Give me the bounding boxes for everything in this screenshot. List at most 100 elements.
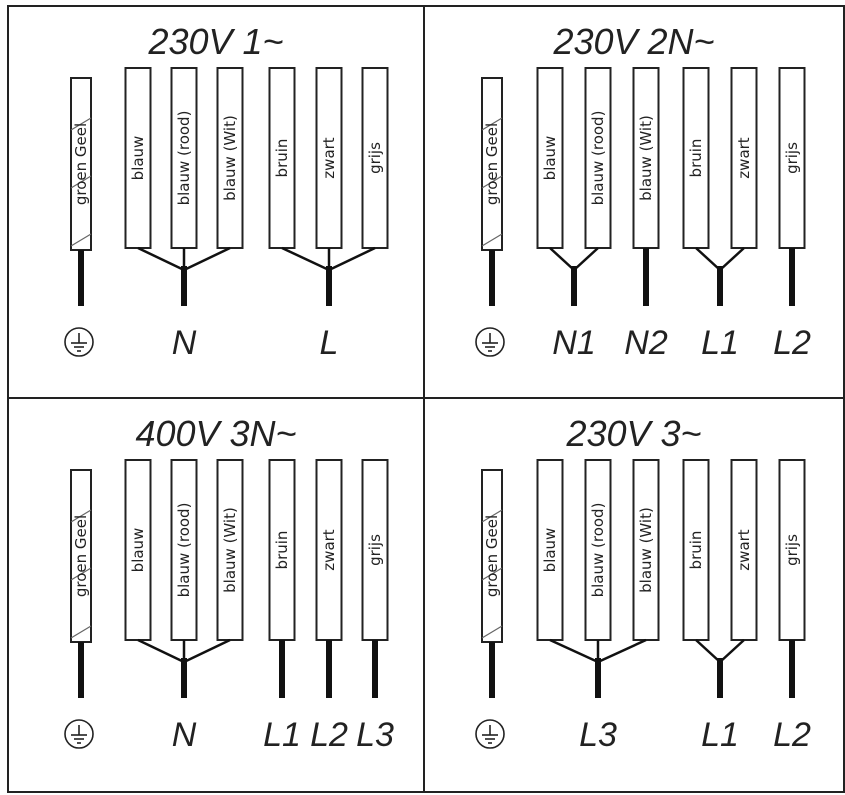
ground-icon bbox=[475, 719, 505, 749]
wire-label: bruin bbox=[687, 139, 705, 178]
branch-line bbox=[183, 246, 231, 272]
wire-label: grijs bbox=[366, 142, 384, 174]
wire-label: groen Geel bbox=[483, 123, 501, 205]
wire-zwart: zwart bbox=[315, 67, 343, 249]
wire-groen-geel: groen Geel bbox=[70, 469, 92, 643]
wire-blauw: blauw bbox=[536, 67, 564, 249]
wire-label: zwart bbox=[320, 529, 338, 571]
wire-blauw-rood: blauw (rood) bbox=[170, 67, 198, 249]
wire-groen-geel: groen Geel bbox=[70, 77, 92, 251]
stripe-mark bbox=[70, 175, 92, 189]
panel-2: 230V 2N~ groen Geel blauw blauw (rood) blauw… bbox=[423, 5, 845, 399]
wire-insulation bbox=[361, 67, 389, 249]
stripe-mark bbox=[481, 233, 503, 247]
wire-label: bruin bbox=[687, 531, 705, 570]
terminal-label-l3: L3 bbox=[356, 716, 394, 754]
wire-zwart: zwart bbox=[315, 459, 343, 641]
connection-group bbox=[695, 247, 745, 306]
wire-blauw: blauw bbox=[124, 67, 152, 249]
stripe-mark bbox=[481, 625, 503, 639]
wire-label: grijs bbox=[366, 534, 384, 566]
wire-insulation bbox=[170, 67, 198, 249]
stripe-mark bbox=[481, 567, 503, 581]
terminal-label-l3: L3 bbox=[579, 716, 617, 754]
wire-blauw: blauw bbox=[536, 459, 564, 641]
terminal-label-l1: L1 bbox=[701, 324, 739, 362]
stripe-mark bbox=[70, 233, 92, 247]
wire-label: zwart bbox=[735, 529, 753, 571]
ground-icon bbox=[64, 719, 94, 749]
branch-line bbox=[549, 247, 575, 271]
wire-groen-geel: groen Geel bbox=[481, 77, 503, 251]
ground-icon bbox=[64, 327, 94, 357]
wire-label: blauw (rood) bbox=[589, 503, 607, 598]
wire-label: groen Geel bbox=[72, 123, 90, 205]
wire-zwart: zwart bbox=[730, 67, 758, 249]
terminal-label-n: N bbox=[172, 716, 197, 754]
branch-line bbox=[573, 247, 599, 271]
wire-label: blauw bbox=[541, 136, 559, 181]
stripe-mark bbox=[481, 509, 503, 523]
terminal-label-l1: L1 bbox=[701, 716, 739, 754]
wire-grijs: grijs bbox=[778, 67, 806, 249]
wire-label: blauw (rood) bbox=[589, 111, 607, 206]
terminal-label-l1: L1 bbox=[263, 716, 301, 754]
stripe-mark bbox=[70, 509, 92, 523]
wire-label: blauw (rood) bbox=[175, 111, 193, 206]
branch-line bbox=[328, 246, 376, 272]
branch-line bbox=[137, 638, 185, 664]
wire-label: zwart bbox=[735, 137, 753, 179]
wire-insulation bbox=[536, 67, 564, 249]
connection-group bbox=[549, 638, 647, 698]
panel-border bbox=[423, 397, 845, 793]
wire-label: grijs bbox=[783, 142, 801, 174]
panel-title: 400V 3N~ bbox=[135, 413, 296, 454]
terminal-label-l2: L2 bbox=[773, 716, 811, 754]
terminal-label-n: N bbox=[172, 324, 197, 362]
wire-insulation bbox=[632, 459, 660, 641]
wire-insulation bbox=[124, 67, 152, 249]
wire-bruin: bruin bbox=[682, 67, 710, 249]
wire-blauw-wit: blauw (Wit) bbox=[216, 459, 244, 641]
ground-icon bbox=[475, 327, 505, 357]
branch-line bbox=[719, 247, 745, 271]
wire-label: bruin bbox=[273, 531, 291, 570]
branch-line bbox=[137, 246, 185, 272]
connection-group bbox=[695, 639, 745, 698]
wire-zwart: zwart bbox=[730, 459, 758, 641]
stripe-mark bbox=[70, 625, 92, 639]
wire-blauw-wit: blauw (Wit) bbox=[632, 67, 660, 249]
wire-insulation bbox=[124, 459, 152, 641]
wire-label: groen Geel bbox=[483, 515, 501, 597]
terminal-label-l2: L2 bbox=[310, 716, 348, 754]
wire-label: blauw (Wit) bbox=[221, 115, 239, 201]
panel-3: 400V 3N~ groen Geel blauw blauw (rood) blauw… bbox=[7, 397, 425, 793]
terminal-label-n1: N1 bbox=[552, 324, 595, 362]
wire-label: blauw (Wit) bbox=[221, 507, 239, 593]
wire-label: blauw bbox=[541, 528, 559, 573]
branch-line bbox=[549, 638, 599, 664]
panel-title: 230V 1~ bbox=[147, 21, 283, 62]
stripe-mark bbox=[70, 567, 92, 581]
wire-label: blauw bbox=[129, 136, 147, 181]
wire-label: blauw bbox=[129, 528, 147, 573]
connection-group bbox=[137, 638, 231, 698]
branch-line bbox=[597, 638, 647, 664]
branch-line bbox=[183, 638, 231, 664]
wire-blauw: blauw bbox=[124, 459, 152, 641]
stripe-mark bbox=[70, 117, 92, 131]
wire-label: grijs bbox=[783, 534, 801, 566]
wire-grijs: grijs bbox=[361, 67, 389, 249]
panels: 230V 1~ groen Geel blauw blauw (rood) blauw … bbox=[7, 5, 845, 793]
wire-label: groen Geel bbox=[72, 515, 90, 597]
panel-title: 230V 3~ bbox=[565, 413, 701, 454]
wire-bruin: bruin bbox=[682, 459, 710, 641]
branch-line bbox=[719, 639, 745, 663]
wire-blauw-rood: blauw (rood) bbox=[170, 459, 198, 641]
wire-insulation bbox=[361, 459, 389, 641]
wire-bruin: bruin bbox=[268, 459, 296, 641]
terminal-label-n2: N2 bbox=[624, 324, 668, 362]
connection-group bbox=[137, 246, 231, 306]
stripe-mark bbox=[481, 117, 503, 131]
panel-title: 230V 2N~ bbox=[552, 21, 714, 62]
